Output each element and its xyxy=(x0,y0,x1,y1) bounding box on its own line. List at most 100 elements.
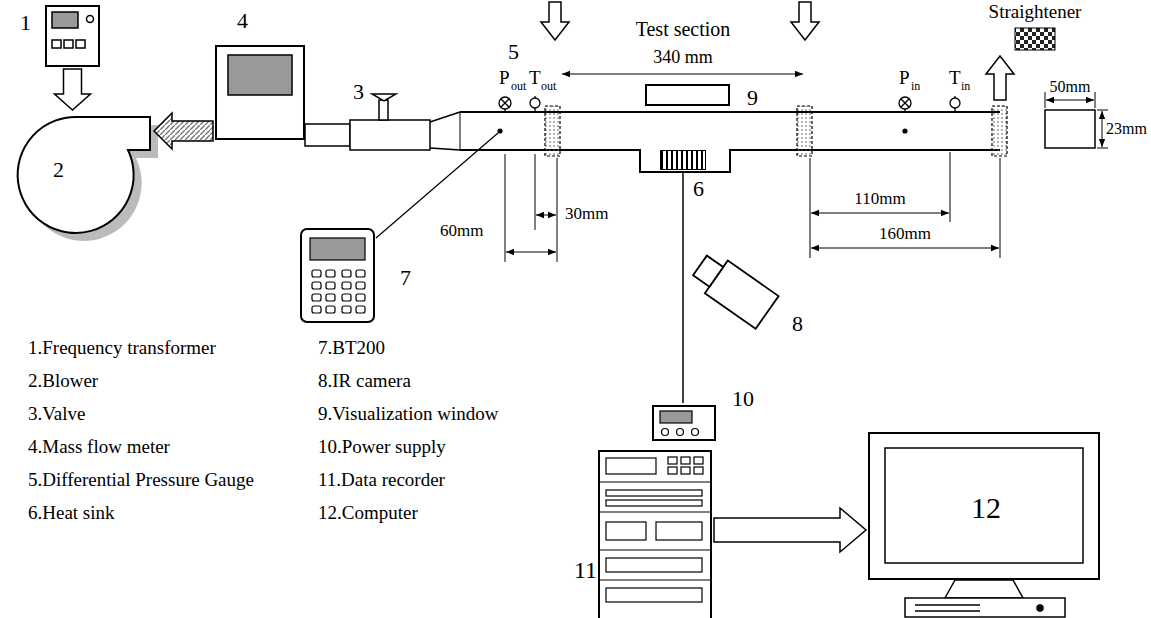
data-recorder-detail xyxy=(668,457,677,464)
bt200-detail xyxy=(356,306,365,313)
duct-cross-section xyxy=(1045,110,1095,148)
flange xyxy=(545,106,560,156)
dimension-line xyxy=(1102,111,1103,147)
pipe xyxy=(350,120,430,150)
data-recorder-detail xyxy=(694,467,703,474)
dimension-line xyxy=(535,154,536,230)
frequency-transformer-detail xyxy=(52,40,61,48)
data-recorder: 11 xyxy=(598,450,712,618)
ir-camera-symbol xyxy=(688,249,778,329)
subscript: out xyxy=(511,80,526,93)
flange xyxy=(797,106,812,156)
bt200-detail xyxy=(310,238,365,260)
key-entry: 1.Frequency transformer xyxy=(28,338,216,359)
bt200-detail xyxy=(356,270,365,277)
dimension-line xyxy=(1095,92,1096,108)
key-entry: 2.Blower xyxy=(28,371,98,392)
ir-camera-symbol xyxy=(693,256,723,287)
callout-number: 4 xyxy=(237,9,248,33)
data-recorder-detail xyxy=(606,500,702,506)
power-supply-detail xyxy=(692,429,699,436)
section-title: Test section xyxy=(636,18,731,40)
power-supply-detail xyxy=(660,411,699,436)
bt200-detail xyxy=(342,282,351,289)
key-entry: 6.Heat sink xyxy=(28,503,115,524)
probe xyxy=(376,129,907,238)
dimension: 60mm xyxy=(440,222,483,241)
part-label: Straightener xyxy=(989,2,1082,23)
thermometer-symbol xyxy=(530,98,540,108)
probe xyxy=(903,129,907,133)
gauge-symbol-label: T xyxy=(529,68,541,89)
thermometer-symbol xyxy=(530,96,960,112)
bt200-detail xyxy=(342,306,351,313)
mass-flow-meter-detail xyxy=(228,55,292,95)
gauge-symbol-label: P xyxy=(499,68,510,89)
dimension: 50mm xyxy=(1050,78,1091,96)
data-recorder-detail xyxy=(606,558,702,572)
valve-symbol xyxy=(372,94,396,120)
computer-detail xyxy=(915,610,980,612)
callout-number: 1 xyxy=(20,11,31,35)
dimension-line xyxy=(1097,110,1108,111)
dimension-line xyxy=(505,74,1108,262)
data-recorder-detail xyxy=(606,588,702,602)
dimension-line xyxy=(1046,100,1094,101)
dimension-line xyxy=(505,154,506,262)
bt200-detail xyxy=(342,294,351,301)
dimension: 30mm xyxy=(565,205,608,224)
flow-direction-arrow xyxy=(986,56,1014,100)
thermometer-symbol xyxy=(950,98,960,108)
bt200-detail xyxy=(312,270,365,313)
frequency-transformer-detail xyxy=(87,16,94,23)
key-entry: 7.BT200 xyxy=(318,338,385,359)
probe xyxy=(376,133,498,238)
data-recorder-detail xyxy=(598,481,712,482)
dimension-line xyxy=(810,158,811,258)
flow-direction-arrow xyxy=(541,2,569,40)
data-recorder-detail xyxy=(681,457,690,464)
blower-symbol xyxy=(18,117,150,233)
callout-number: 3 xyxy=(353,80,364,104)
duct xyxy=(460,111,1000,113)
dimension: 160mm xyxy=(879,225,931,244)
callout-number: 10 xyxy=(732,387,754,411)
heat-sink: 6 xyxy=(660,150,706,170)
computer-detail xyxy=(945,580,1023,598)
dimension-line xyxy=(1045,92,1046,108)
probe xyxy=(498,129,502,133)
key-entry: 5.Differential Pressure Gauge xyxy=(28,470,254,491)
data-recorder-detail xyxy=(656,522,702,540)
bt200-detail xyxy=(312,270,321,277)
data-recorder-detail xyxy=(606,522,646,540)
key-entry: 10.Power supply xyxy=(318,437,446,458)
frequency-transformer: 1 xyxy=(45,5,100,67)
blower: 2 xyxy=(5,112,152,236)
ir-camera: 8 xyxy=(700,262,790,332)
bt200-detail xyxy=(326,306,335,313)
data-recorder-detail xyxy=(681,467,690,474)
mass-flow-meter: 4 xyxy=(215,45,305,140)
frequency-transformer-detail xyxy=(76,40,85,48)
bt200-detail xyxy=(326,270,335,277)
frequency-transformer-detail xyxy=(52,12,78,28)
computer-detail xyxy=(1037,605,1043,611)
bt200-detail xyxy=(312,282,321,289)
bt200-detail xyxy=(312,306,321,313)
power-supply: 10 xyxy=(652,405,716,441)
computer-detail xyxy=(885,448,1083,563)
power-supply-detail xyxy=(662,429,669,436)
key-entry: 11.Data recorder xyxy=(318,470,445,491)
dimension-line xyxy=(557,158,558,262)
data-recorder-detail xyxy=(606,458,656,474)
dimension: 110mm xyxy=(854,190,905,209)
data-recorder-detail xyxy=(598,549,712,550)
dimension-line xyxy=(536,215,556,216)
duct xyxy=(460,112,1000,172)
callout-number: 12 xyxy=(971,491,1001,524)
frequency-transformer-detail xyxy=(64,40,73,48)
bt200-detail xyxy=(326,294,335,301)
